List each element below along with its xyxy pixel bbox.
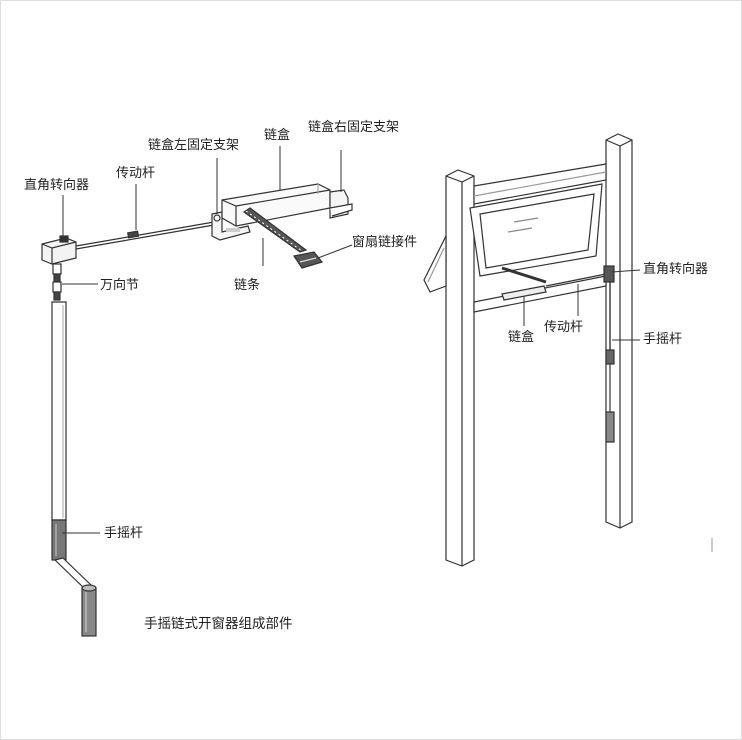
chain-part (242, 207, 308, 253)
lower-frame-bar (473, 275, 607, 313)
drive-rod-part (75, 221, 215, 250)
label-r-chain-box: 链盒 (508, 330, 535, 345)
sash-chain-connector-part (293, 251, 324, 269)
side-glass (423, 235, 447, 293)
installed-diverter (603, 265, 615, 283)
right-angle-diverter-part (41, 235, 77, 265)
label-r-drive-rod: 传动杆 (544, 320, 584, 335)
installed-window-drawing (423, 133, 713, 567)
diagram-caption: 手摇链式开窗器组成部件 (144, 616, 293, 632)
crank-handle-part (51, 519, 97, 637)
right-leader-lines (523, 269, 641, 341)
label-right-angle-diverter: 直角转向器 (24, 178, 90, 193)
opened-sash (469, 183, 603, 277)
label-r-crank-handle: 手摇杆 (643, 332, 683, 347)
label-chain-box-left-bracket: 链盒左固定支架 (148, 138, 240, 153)
label-drive-rod: 传动杆 (116, 166, 156, 181)
label-crank-handle: 手摇杆 (104, 526, 144, 541)
label-chain-box: 链盒 (264, 128, 291, 143)
chain-arm (501, 266, 547, 284)
label-r-right-angle-diverter: 直角转向器 (643, 262, 709, 277)
installed-drive-rod (545, 273, 607, 287)
label-chain: 链条 (234, 278, 261, 293)
chain-box-right-bracket-part (329, 189, 353, 219)
left-leader-lines (62, 146, 353, 534)
installed-chain-box (501, 285, 547, 301)
chain-box-part (221, 183, 331, 227)
leader-r-diverter (611, 269, 641, 273)
installed-crank-rod (605, 282, 615, 443)
universal-joint-part (52, 263, 62, 301)
left-post (445, 169, 475, 567)
label-chain-box-right-bracket: 链盒右固定支架 (308, 120, 400, 135)
exploded-parts-drawing (41, 183, 353, 637)
label-universal-joint: 万向节 (100, 278, 140, 293)
top-frame-bar (473, 163, 607, 205)
side-glass-line (427, 247, 445, 283)
vertical-rod-part (51, 301, 67, 521)
label-sash-chain-connector: 窗扇链接件 (352, 235, 418, 250)
leader-connector (317, 244, 353, 259)
